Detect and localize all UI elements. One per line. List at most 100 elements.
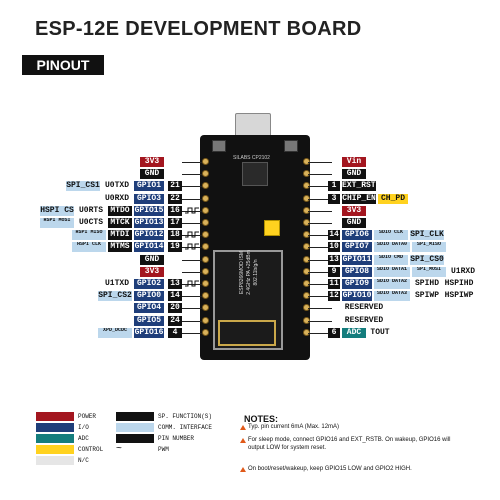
pin-label: GPIO8 xyxy=(342,266,372,277)
header-pin xyxy=(202,231,209,239)
header-pin xyxy=(202,182,209,190)
pin-label: U0RTS xyxy=(76,205,106,216)
pin-label: SDIO DATA2 xyxy=(374,279,410,289)
pin-label: SDIO DATA1 xyxy=(374,266,410,277)
pin-number: 14 xyxy=(328,230,340,241)
pin-label: SPI_CS0 xyxy=(410,254,444,265)
header-pin xyxy=(303,304,310,312)
pin-number: 21 xyxy=(168,181,182,192)
pin-label: SPI_CS1 xyxy=(66,181,100,192)
pin-label: U0RXD xyxy=(102,193,132,204)
pin-label: HSPI MISO xyxy=(72,230,106,241)
legend-swatch xyxy=(116,412,154,421)
pin-leader xyxy=(182,332,202,334)
pin-leader xyxy=(308,320,332,322)
pin-label: HSPI CS xyxy=(40,205,74,216)
legend-label: ADC xyxy=(78,435,89,442)
pin-label: 3V3 xyxy=(140,157,164,167)
pin-leader xyxy=(308,198,332,200)
legend-swatch xyxy=(36,423,74,432)
esp-module xyxy=(213,250,283,350)
header-pin xyxy=(202,267,209,275)
pin-label: HSPI CLK xyxy=(72,242,106,253)
pin-leader xyxy=(182,174,202,176)
page-title: ESP-12E DEVELOPMENT BOARD xyxy=(35,18,362,40)
header-pin xyxy=(303,158,310,165)
pwm-icon xyxy=(185,243,199,250)
pin-label: GPIO3 xyxy=(134,193,164,204)
pin-leader xyxy=(182,296,202,298)
pin-label: TOUT xyxy=(368,327,392,338)
legend-label: POWER xyxy=(78,413,97,420)
pin-label: GPIO13 xyxy=(134,218,164,228)
pin-label: MTCK xyxy=(108,218,132,228)
pcb-antenna xyxy=(218,320,276,346)
header-pin xyxy=(303,267,310,275)
pin-number: 13 xyxy=(168,279,182,289)
header-pin xyxy=(202,304,209,312)
pin-number: 9 xyxy=(328,266,340,277)
pin-leader xyxy=(182,271,202,273)
header-pin xyxy=(303,292,310,300)
header-pin xyxy=(202,194,209,202)
pin-label: U0CTS xyxy=(76,218,106,228)
pin-label: XPD_DCDC xyxy=(98,327,132,338)
pin-number: 14 xyxy=(168,291,182,302)
pin-label: MTDO xyxy=(108,205,132,216)
pin-label: HSPIHD xyxy=(444,279,474,289)
pin-leader xyxy=(308,296,332,298)
pin-label: GPIO7 xyxy=(342,242,372,253)
pin-label: SDIO CMD xyxy=(374,254,408,265)
reset-button xyxy=(284,140,298,152)
pin-label: GND xyxy=(342,169,366,180)
pin-leader xyxy=(182,259,202,261)
pin-number: 24 xyxy=(168,315,182,326)
legend-label: I/O xyxy=(78,424,89,431)
header-pin xyxy=(202,219,209,226)
header-pin xyxy=(202,292,209,300)
pin-number: 19 xyxy=(168,242,182,253)
warning-icon xyxy=(240,425,246,430)
pin-label: GPIO6 xyxy=(342,230,372,241)
note-1: Typ. pin current 6mA (Max. 12mA) xyxy=(248,424,340,430)
pinout-badge: PINOUT xyxy=(22,55,104,75)
header-pin xyxy=(303,328,310,336)
pin-label: SPIHD xyxy=(412,279,442,289)
header-pin xyxy=(202,243,209,251)
header-pin xyxy=(202,206,209,214)
pin-number: 11 xyxy=(328,279,340,289)
flash-button xyxy=(212,140,226,152)
pin-label: Vin xyxy=(342,157,366,167)
pin-label: GPIO14 xyxy=(134,242,164,253)
pin-label: RESERVED xyxy=(344,303,384,313)
note-3: On boot/reset/wakeup, keep GPIO15 LOW an… xyxy=(248,466,412,472)
pin-label: GPIO16 xyxy=(134,327,164,338)
pin-label: U1RXD xyxy=(448,266,478,277)
header-pin xyxy=(303,206,310,214)
pin-number: 3 xyxy=(328,193,340,204)
pin-label: GPIO15 xyxy=(134,205,164,216)
pin-label: HSPI MOSI xyxy=(40,218,74,228)
pin-label: SPI_MOSI xyxy=(412,266,446,277)
pin-leader xyxy=(182,320,202,322)
header-pin xyxy=(303,231,310,239)
legend-swatch xyxy=(36,434,74,443)
pin-label: CH_PD xyxy=(378,193,408,204)
pin-leader xyxy=(308,162,332,163)
pin-label: GND xyxy=(140,169,164,180)
pwm-icon xyxy=(185,207,199,214)
pin-number: 6 xyxy=(328,327,340,338)
pin-label: SPIWP xyxy=(412,291,442,302)
pin-number: 10 xyxy=(328,242,340,253)
header-pin xyxy=(303,316,310,324)
pin-leader xyxy=(308,210,332,212)
header-pin xyxy=(303,280,310,287)
note-2: For sleep mode, connect GPIO16 and EXT_R… xyxy=(248,437,451,451)
header-pin xyxy=(202,280,209,287)
pwm-icon xyxy=(185,231,199,238)
legend-label: COMM. INTERFACE xyxy=(158,424,213,431)
pin-label: GPIO0 xyxy=(134,291,164,302)
pin-label: SDIO DATA0 xyxy=(374,242,410,253)
pin-label: ADC xyxy=(342,327,366,338)
